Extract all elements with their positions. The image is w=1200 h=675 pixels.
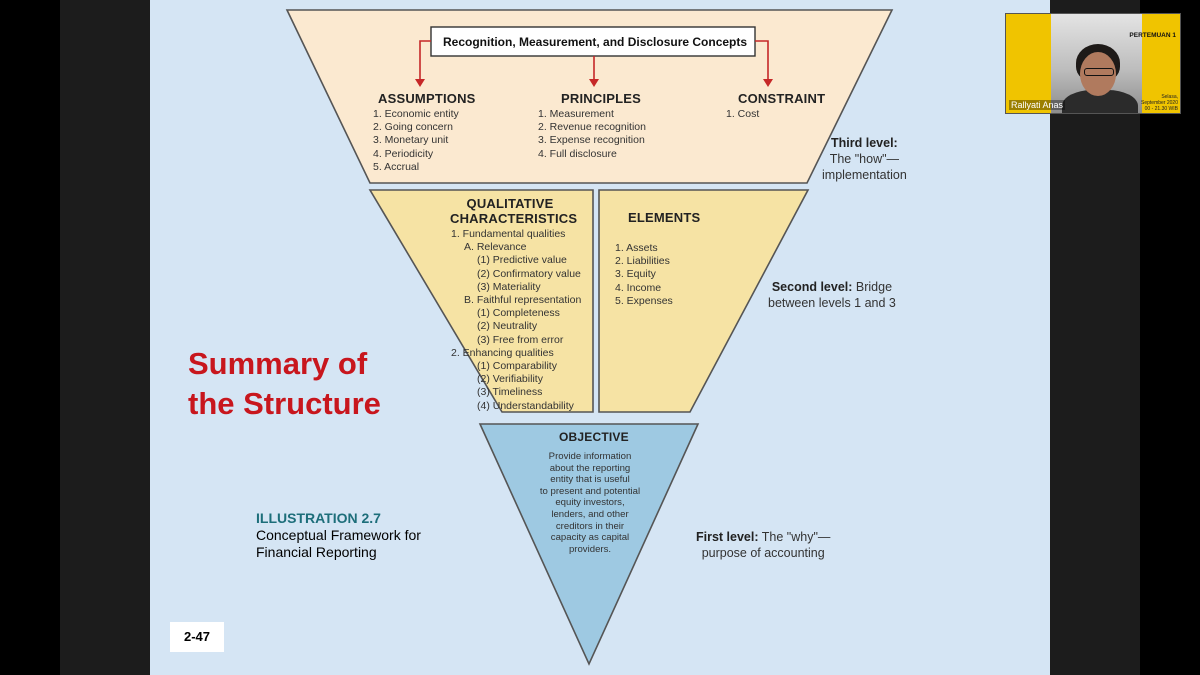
objective-line: equity investors, [555,497,625,509]
assumptions-list: 1. Economic entity 2. Going concern 3. M… [373,108,459,174]
video-banner-right [1142,14,1180,113]
qualitative-panel [368,189,594,413]
arrow-head-constraint [763,79,773,87]
third-level-label: Third level: [831,136,898,150]
objective-line: entity that is useful [550,474,630,486]
qualitative-list: 1. Fundamental qualities A. Relevance (1… [451,228,581,413]
participant-name: Rallyati Anas [1009,100,1066,110]
elements-panel [598,189,810,413]
objective-triangle [478,423,700,666]
objective-line: about the reporting [549,462,631,474]
list-item: (1) Completeness [477,307,560,320]
first-level-rest: The "why"— [761,530,831,544]
video-banner-title: PERTEMUAN 1 [1129,32,1176,39]
list-item: (3) Materiality [477,280,541,293]
list-item: 1. Economic entity [373,108,459,120]
illustration-number: ILLUSTRATION 2.7 [256,510,381,526]
list-item: 5. Accrual [373,160,420,173]
assumptions-heading: ASSUMPTIONS [378,91,476,106]
list-item: (3) Free from error [477,333,564,346]
summary-title: Summary of the Structure [188,344,381,424]
video-date-line1: Selasa, [1161,94,1178,100]
left-black-margin [0,0,60,675]
objective-line: to present and potential [539,485,641,497]
list-item: 2. Going concern [373,121,453,134]
concepts-box-label: Recognition, Measurement, and Disclosure… [443,35,748,49]
list-item: (1) Predictive value [477,254,567,267]
first-level-label: First level: [696,530,759,544]
list-item: (1) Comparability [477,360,557,373]
principles-list: 1. Measurement 2. Revenue recognition 3.… [538,108,646,161]
third-level-line2: The "how"— [829,152,900,166]
first-level-line2: purpose of accounting [701,546,825,560]
list-item: 5. Expenses [615,294,673,307]
video-banner-date: Selasa, September 2020 00 - 21.30 WIB [1141,94,1178,112]
principles-heading: PRINCIPLES [561,91,642,106]
second-level-line2: between levels 1 and 3 [768,296,896,310]
list-item: 3. Equity [615,268,656,281]
list-item: (4) Understandability [477,399,574,412]
second-level-caption: Second level: Bridge between levels 1 an… [768,279,896,311]
constraint-list: 1. Cost [726,108,759,121]
concept-arrows [419,40,769,80]
list-item: 1. Measurement [538,108,614,120]
list-item: A. Relevance [464,241,527,254]
summary-title-line1: Summary of [188,346,368,381]
elements-list: 1. Assets 2. Liabilities 3. Equity 4. In… [615,242,673,308]
list-item: 1. Fundamental qualities [451,228,566,240]
list-item: (2) Confirmatory value [477,267,581,280]
third-level-caption: Third level: The "how"— implementation [822,135,907,183]
list-item: 1. Assets [615,242,658,254]
concepts-box [430,26,756,57]
participant-video-tile[interactable]: PERTEMUAN 1 Selasa, September 2020 00 - … [1005,13,1181,114]
list-item: B. Faithful representation [464,294,582,307]
list-item: (2) Verifiability [477,373,543,386]
participant-body [1062,90,1138,113]
first-level-caption: First level: The "why"— purpose of accou… [696,529,830,561]
list-item: (2) Neutrality [477,320,538,333]
third-level-line3: implementation [822,168,907,182]
qualitative-heading-line1: QUALITATIVE [466,196,554,211]
list-item: 2. Liabilities [615,255,670,268]
second-level-rest: Bridge [855,280,893,294]
constraint-heading: CONSTRAINT [738,91,826,106]
illustration-line2: Financial Reporting [256,544,377,560]
video-date-line3: 00 - 21.30 WIB [1144,106,1178,112]
objective-line: Provide information [548,451,632,462]
arrow-head-principles [589,79,599,87]
page-number: 2-47 [170,622,224,652]
qualitative-heading-line2: CHARACTERISTICS [450,211,578,226]
objective-line: capacity as capital [550,532,630,544]
list-item: 4. Periodicity [373,147,434,160]
video-banner-left [1006,14,1051,113]
qualitative-heading: QUALITATIVE CHARACTERISTICS [450,196,578,226]
second-level-label: Second level: [771,280,853,294]
list-item: 1. Cost [726,108,760,120]
framework-diagram [285,9,894,666]
illustration-caption: ILLUSTRATION 2.7 Conceptual Framework fo… [256,510,421,561]
objective-line: lenders, and other [551,508,629,520]
list-item: 3. Expense recognition [538,134,645,147]
objective-line: creditors in their [555,520,625,532]
list-item: 2. Enhancing qualities [451,346,554,359]
objective-line: providers. [568,543,612,555]
illustration-line1: Conceptual Framework for [256,527,421,543]
summary-title-line2: the Structure [188,386,381,421]
participant-glasses [1084,68,1114,76]
elements-heading: ELEMENTS [628,210,701,225]
list-item: 4. Income [615,281,662,294]
left-gray-margin [60,0,150,675]
list-item: 4. Full disclosure [538,147,617,160]
objective-text: Provide information about the reporting … [519,451,661,555]
objective-heading: OBJECTIVE [559,430,629,444]
list-item: 3. Monetary unit [373,134,449,147]
presentation-slide: Recognition, Measurement, and Disclosure… [150,0,1050,675]
list-item: 2. Revenue recognition [538,121,646,134]
arrow-head-assumptions [415,79,425,87]
list-item: (3) Timeliness [477,386,543,399]
video-date-line2: September 2020 [1141,100,1178,106]
